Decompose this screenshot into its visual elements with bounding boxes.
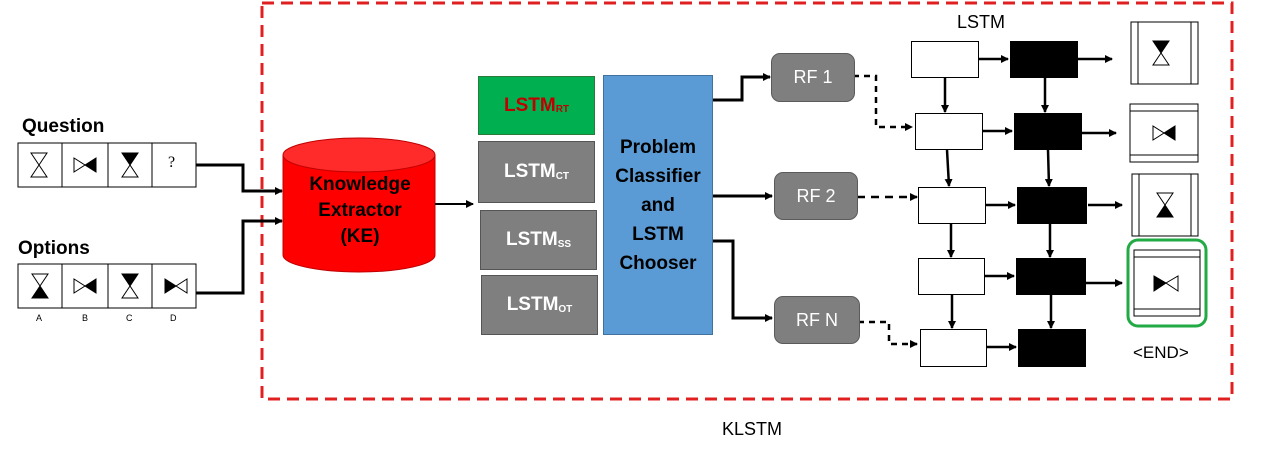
classifier-line-3: and xyxy=(641,194,675,216)
ke-line-3: (KE) xyxy=(340,226,380,247)
lstm-chain-arrows xyxy=(941,55,1123,351)
ke-label: Knowledge Extractor (KE) xyxy=(285,172,435,250)
classifier-line-2: Classifier xyxy=(615,165,701,187)
classifier-line-5: Chooser xyxy=(619,252,697,274)
lstm-rt-label: LSTM xyxy=(503,94,556,116)
to-rfn-arrow xyxy=(712,239,773,322)
knowledge-extractor-cylinder xyxy=(282,137,436,273)
option-letter-a: A xyxy=(36,313,43,323)
output-box-4-highlighted xyxy=(1126,238,1208,328)
bowtie-icon xyxy=(1153,275,1179,292)
klstm-frame xyxy=(260,1,1234,401)
lstm-cell-white xyxy=(920,329,987,367)
ke-line-1: Knowledge xyxy=(309,174,411,195)
question-label: Question xyxy=(22,116,105,137)
end-label: <END> xyxy=(1133,343,1189,362)
hourglass-icon xyxy=(121,152,139,178)
hourglass-icon xyxy=(30,152,48,178)
output-box-3 xyxy=(1131,173,1199,237)
lstm-cell-white xyxy=(915,113,983,150)
option-letter-c: C xyxy=(126,313,133,323)
problem-classifier-box: Problem Classifier and LSTM Chooser xyxy=(603,75,713,335)
lstm-cell-black xyxy=(1016,258,1086,295)
output-box-2 xyxy=(1129,103,1199,163)
classifier-line-1: Problem xyxy=(619,136,696,158)
options-label: Options xyxy=(18,238,90,259)
lstm-ct-label: LSTM xyxy=(503,161,556,182)
bowtie-icon xyxy=(73,278,97,294)
ke-line-2: Extractor xyxy=(318,200,402,221)
lstm-cell-white xyxy=(918,187,986,224)
question-mark: ? xyxy=(168,154,176,171)
option-letter-b: B xyxy=(82,313,89,323)
lstm-title: LSTM xyxy=(957,12,1006,32)
rf-n-box: RF N xyxy=(774,296,860,344)
lstm-ot-sub: OT xyxy=(558,303,573,315)
hourglass-icon xyxy=(1152,40,1170,66)
lstm-cell-black xyxy=(1010,41,1078,78)
lstm-ot-label: LSTM xyxy=(506,294,559,315)
lstm-cell-white xyxy=(918,258,985,295)
bowtie-icon xyxy=(73,157,97,173)
hourglass-icon xyxy=(1156,192,1174,218)
question-strip xyxy=(17,142,197,188)
bowtie-icon xyxy=(1152,125,1176,141)
rf-1-box: RF 1 xyxy=(771,53,855,102)
lstm-ss-label: LSTM xyxy=(505,229,558,250)
bowtie-icon xyxy=(164,278,188,294)
question-arrow xyxy=(196,163,283,195)
lstm-ct-sub: CT xyxy=(555,170,570,182)
lstm-cell-black xyxy=(1017,187,1087,224)
hourglass-icon xyxy=(121,273,139,299)
option-letter-d: D xyxy=(170,313,177,323)
rf1-dashed-arrow xyxy=(853,74,913,131)
klstm-label: KLSTM xyxy=(722,419,783,439)
classifier-line-4: LSTM xyxy=(632,223,684,245)
lstm-ss-sub: SS xyxy=(557,238,572,250)
lstm-cell-black xyxy=(1018,329,1086,367)
rf-2-box: RF 2 xyxy=(774,172,858,220)
options-arrow xyxy=(196,217,283,295)
lstm-cell-black xyxy=(1014,113,1082,150)
lstm-cell-white xyxy=(911,41,979,78)
output-box-1 xyxy=(1130,21,1199,85)
to-rf1-arrow xyxy=(712,73,771,102)
options-strip xyxy=(17,263,197,309)
hourglass-icon xyxy=(31,273,49,299)
lstm-rt-sub: RT xyxy=(555,104,570,115)
rfn-dashed-arrow xyxy=(858,320,918,348)
